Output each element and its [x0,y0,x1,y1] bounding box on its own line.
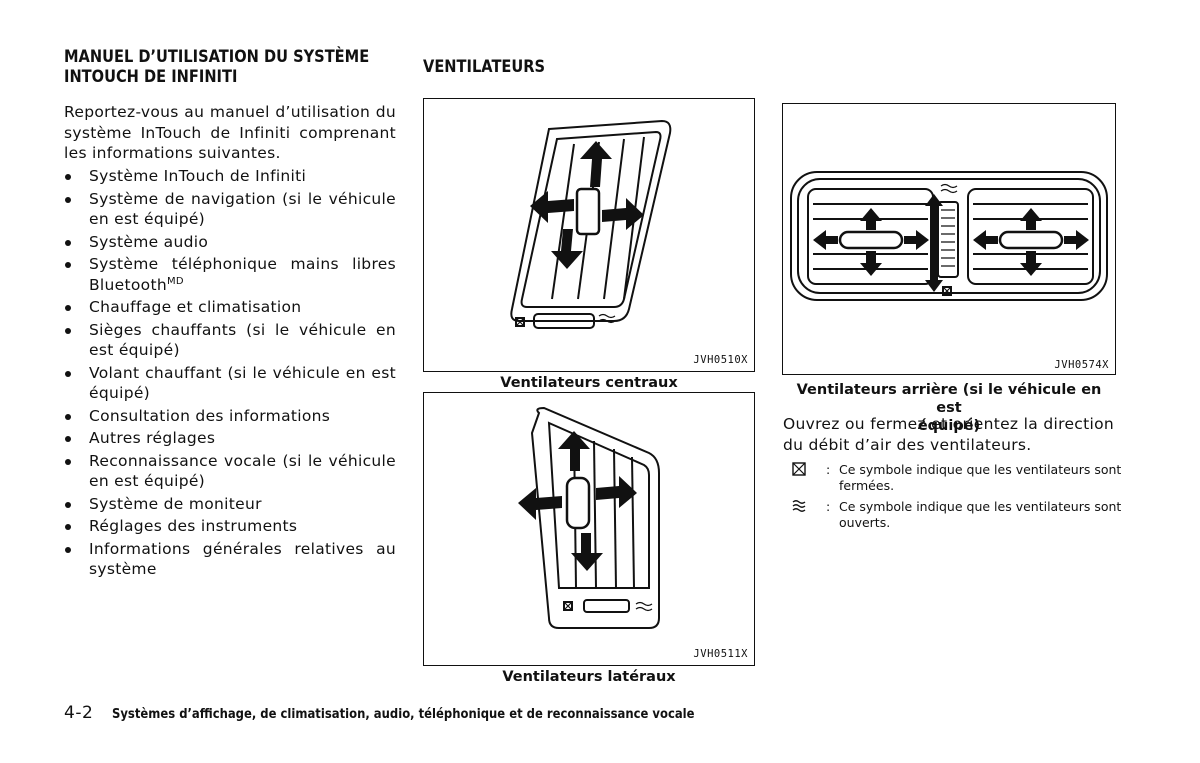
bullet-icon [65,262,71,268]
vent-open-icon [792,500,806,512]
bullet-icon [65,413,71,420]
section-title-line2: INTOUCH DE INFINITI [64,67,238,87]
side-vent-illustration [518,406,660,629]
list-item: Système de navigation (si le véhicule en… [64,189,396,230]
list-item: Système audio [64,232,396,253]
chapter-title: Systèmes d’affichage, de climatisation, … [112,706,695,722]
bullet-icon [65,501,71,508]
bullet-icon [65,174,71,180]
list-item: Volant chauffant (si le véhicule en est … [64,363,396,404]
bullet-icon [65,546,71,553]
figure-caption-line2: équipé) [917,418,981,434]
bullet-icon [65,327,71,334]
list-item: Consultation des informations [64,406,396,427]
bullet-icon [65,524,71,530]
figure-central-vents: JVH0510X [423,98,755,372]
trademark-superscript: MD [166,275,184,287]
list-item: Autres réglages [64,428,396,449]
figure-code: JVH0574X [1054,359,1109,371]
bullet-icon [65,239,71,246]
list-item: Système téléphonique mains libres Blueto… [64,254,396,295]
intro-paragraph: Reportez-vous au manuel d’utilisation du… [64,103,396,162]
figure-rear-vents: JVH0574X [782,103,1116,375]
bullet-icon [65,436,71,442]
figure-code: JVH0511X [693,648,748,660]
figure-caption: Ventilateurs arrière (si le véhicule en … [782,381,1116,435]
list-item: Système InTouch de Infiniti [64,166,396,187]
figure-side-vents: JVH0511X [423,392,755,666]
list-item: Informations générales relatives au syst… [64,539,396,580]
rear-vent-illustration [790,171,1108,301]
bullet-icon [65,196,71,203]
note-closed: : Ce symbole indique que les ventilateur… [792,462,1122,494]
vent-closed-icon [792,462,806,476]
central-vent-illustration [510,119,672,329]
page-number: 4-2 [64,703,94,723]
feature-list: Système InTouch de Infiniti Système de n… [64,166,396,582]
bullet-icon [65,370,71,377]
figure-caption: Ventilateurs latéraux [502,669,676,685]
ventilateurs-title: VENTILATEURS [423,57,546,77]
list-item: Sièges chauffants (si le véhicule en est… [64,320,396,361]
list-item: Reconnaissance vocale (si le véhicule en… [64,451,396,492]
figure-caption: Ventilateurs centraux [500,375,678,391]
list-item: Chauffage et climatisation [64,297,396,318]
list-item: Système de moniteur [64,494,396,515]
section-title: MANUEL D’UTILISATION DU SYSTÈME INTOUCH … [64,47,369,87]
note-open: : Ce symbole indique que les ventilateur… [792,499,1122,531]
list-item: Réglages des instruments [64,516,396,537]
bullet-icon [65,458,71,465]
section-title-line1: MANUEL D’UTILISATION DU SYSTÈME [64,47,370,67]
figure-code: JVH0510X [693,354,748,366]
vent-instructions: Ouvrez ou fermez et orientez la directio… [783,415,1114,454]
figure-caption-line1: Ventilateurs arrière (si le véhicule en … [796,382,1102,416]
bullet-icon [65,305,71,311]
